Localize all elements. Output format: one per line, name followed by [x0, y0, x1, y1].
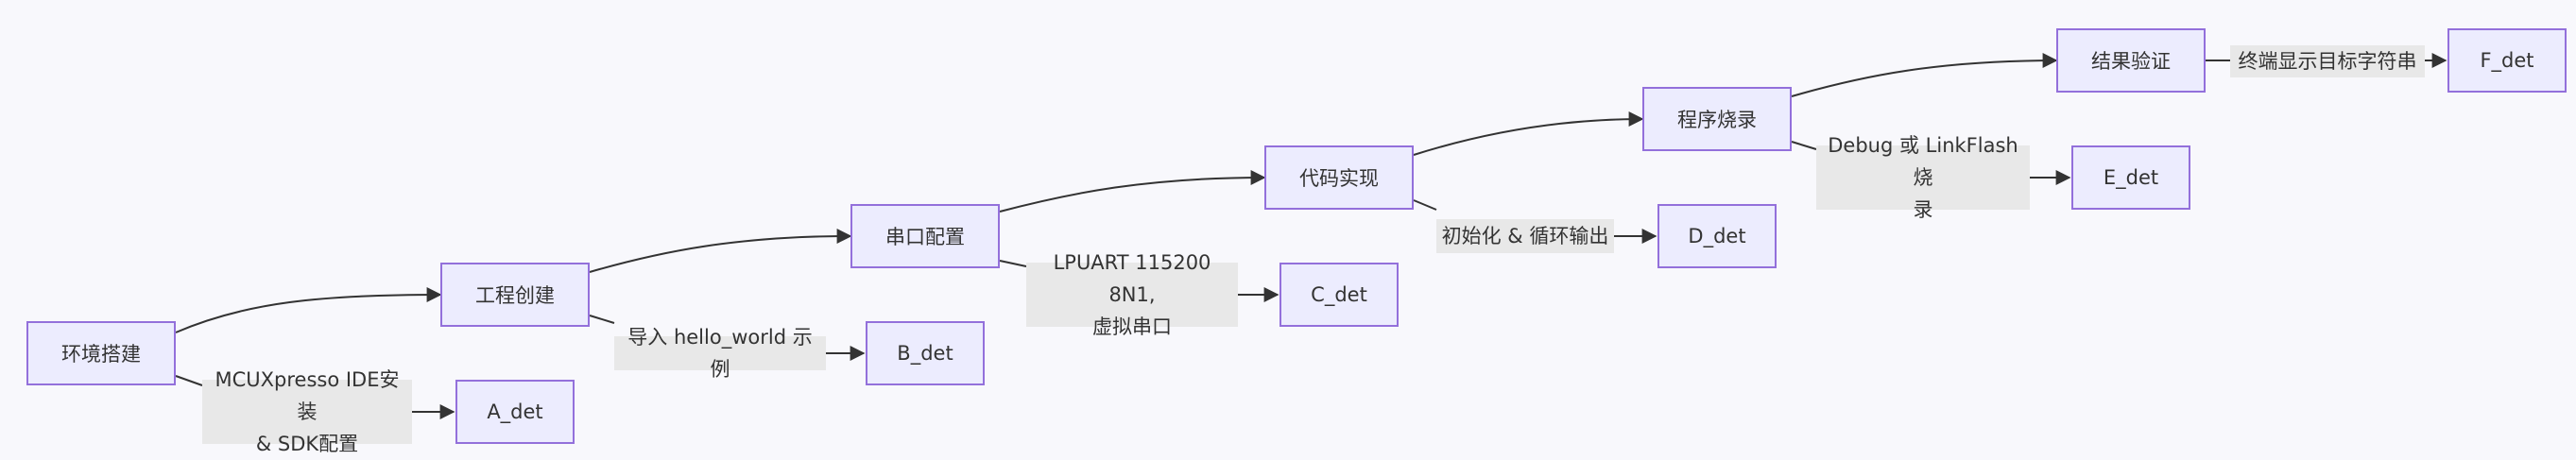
node-e-det: E_det — [2071, 145, 2190, 210]
edge-c-cdet — [999, 260, 1278, 295]
node-d-det: D_det — [1657, 204, 1777, 268]
node-f-det: F_det — [2447, 28, 2567, 93]
edge-label-a-det: MCUXpresso IDE安装 & SDK配置 — [202, 368, 412, 455]
edge-label-e-det: Debug 或 LinkFlash 烧 录 — [1816, 134, 2030, 221]
edge-b-c — [589, 229, 852, 273]
node-b: 工程创建 — [440, 263, 590, 327]
node-a-det: A_det — [455, 380, 575, 444]
edge-label-b-det: 导入 hello_world 示例 — [614, 326, 826, 381]
edge-b-bdet — [589, 315, 864, 353]
edge-c-d — [999, 170, 1266, 213]
edge-label-d-det: 初始化 & 循环输出 — [1436, 219, 1614, 253]
node-a: 环境搭建 — [26, 321, 176, 385]
edge-a-b — [175, 287, 442, 333]
node-f: 结果验证 — [2056, 28, 2206, 93]
edge-a-adet — [175, 375, 454, 412]
node-b-det: B_det — [866, 321, 985, 385]
edge-e-f — [1791, 53, 2058, 97]
edge-d-e — [1413, 111, 1644, 156]
edge-label-c-det: LPUART 115200 8N1, 虚拟串口 — [1026, 251, 1238, 338]
edge-d-ddet — [1413, 199, 1656, 236]
node-c-det: C_det — [1279, 263, 1399, 327]
node-e: 程序烧录 — [1642, 87, 1792, 151]
edge-e-edet — [1791, 141, 2069, 178]
edge-label-f-det: 终端显示目标字符串 — [2230, 45, 2425, 77]
node-c: 串口配置 — [850, 204, 1000, 268]
node-d: 代码实现 — [1264, 145, 1414, 210]
